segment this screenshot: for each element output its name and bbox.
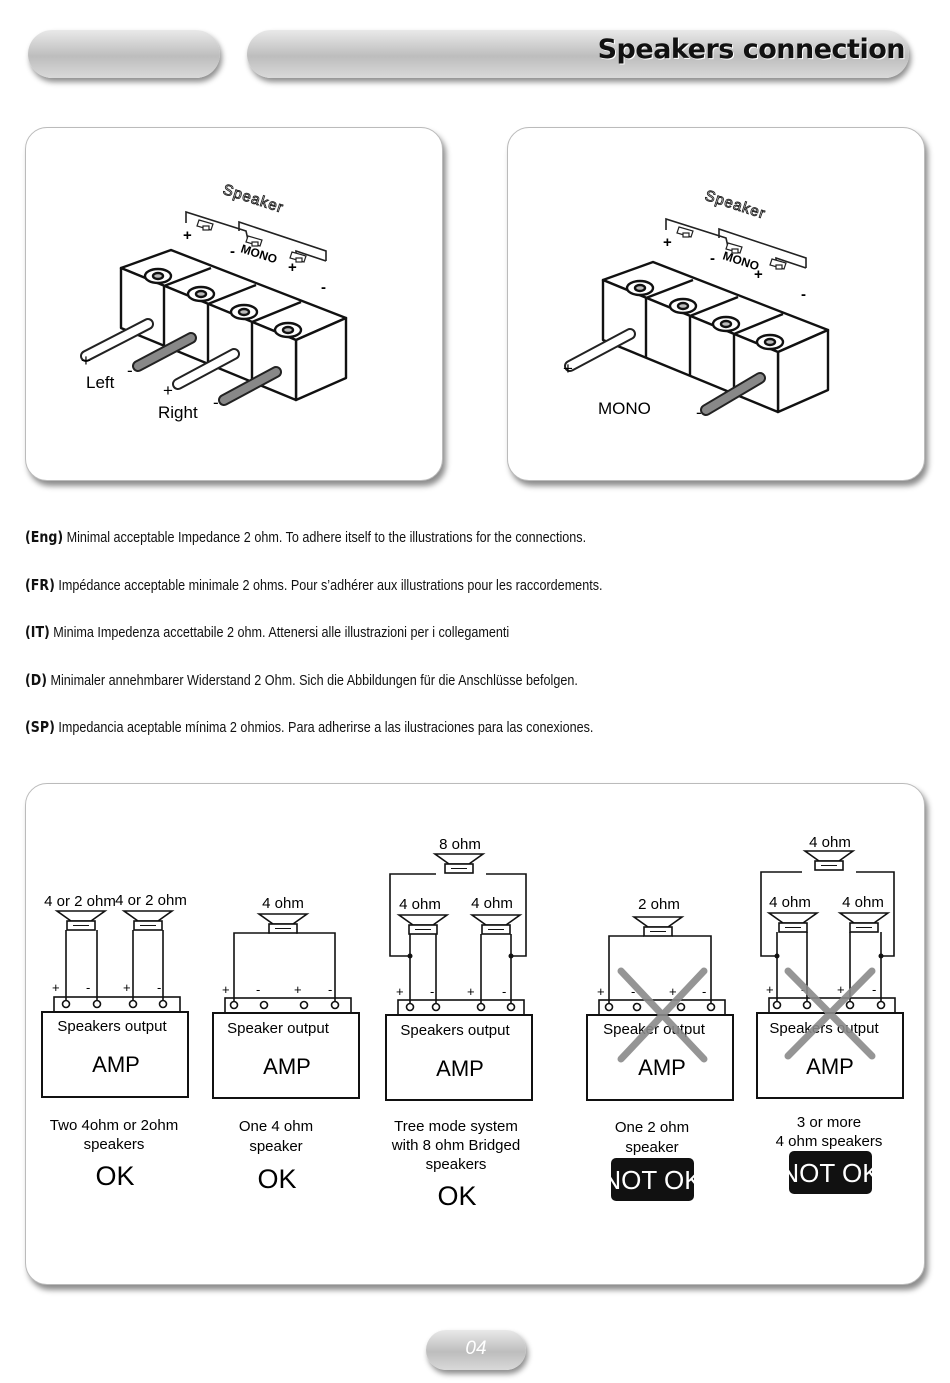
verdict-not-ok-badge <box>611 1158 694 1201</box>
speaker-brand-logo: Speaker <box>703 187 768 223</box>
amp-label: AMP <box>638 1055 686 1080</box>
header-left-bar <box>28 30 220 78</box>
config-description: One 4 ohm <box>239 1118 313 1135</box>
svg-text:-: - <box>430 984 434 999</box>
note-spanish: (SP) Impedancia aceptable mínima 2 ohmio… <box>25 718 594 736</box>
output-label: Speaker output <box>227 1020 330 1037</box>
svg-text:+: + <box>669 984 677 999</box>
verdict-not-ok-badge <box>789 1151 872 1194</box>
svg-text:+: + <box>81 351 91 370</box>
svg-text:-: - <box>256 982 260 997</box>
mono-terminal-diagram: Speaker + - MONO + - <box>563 187 830 422</box>
svg-text:+: + <box>597 984 605 999</box>
svg-text:+: + <box>163 381 173 400</box>
svg-text:-: - <box>710 250 715 267</box>
svg-text:-: - <box>230 243 235 260</box>
speaker-impedance-label: 4 ohm <box>809 834 851 851</box>
mono-output-label: MONO <box>598 399 651 418</box>
verdict-not-ok: NOT OK <box>602 1165 702 1195</box>
config-description: speakers <box>84 1136 145 1153</box>
svg-text:-: - <box>86 980 90 995</box>
output-label: Speakers output <box>57 1018 167 1035</box>
speaker-impedance-label: 4 ohm <box>842 894 884 911</box>
header-title-bar <box>247 30 909 78</box>
config-description: speaker <box>249 1138 302 1155</box>
svg-text:+: + <box>183 227 192 244</box>
svg-text:+: + <box>52 980 60 995</box>
amp-label: AMP <box>92 1052 140 1077</box>
output-label: Speakers output <box>400 1022 510 1039</box>
svg-text:+: + <box>123 980 131 995</box>
svg-text:+: + <box>294 982 302 997</box>
svg-text:+: + <box>754 266 763 283</box>
svg-text:+: + <box>563 359 573 378</box>
svg-text:-: - <box>213 393 219 412</box>
svg-text:+: + <box>837 982 845 997</box>
amp-label: AMP <box>436 1056 484 1081</box>
stereo-connection-panel: Speaker + - MONO + - <box>25 127 443 481</box>
svg-text:+: + <box>222 982 230 997</box>
left-channel-label: Left <box>86 373 115 392</box>
verdict-ok: OK <box>95 1161 134 1191</box>
speaker-impedance-label: 2 ohm <box>638 896 680 913</box>
page-number: 04 <box>465 1338 487 1359</box>
svg-text:-: - <box>696 403 702 422</box>
svg-text:+: + <box>467 984 475 999</box>
svg-text:-: - <box>872 982 876 997</box>
page-title: Speakers connection <box>597 34 906 65</box>
speaker-impedance-label: 8 ohm <box>439 836 481 853</box>
svg-text:+: + <box>288 259 297 276</box>
config-description: One 2 ohm <box>615 1119 689 1136</box>
config-description: 3 or more <box>797 1114 861 1131</box>
config-description: speaker <box>625 1139 678 1156</box>
svg-text:-: - <box>321 279 326 296</box>
note-english: (Eng) Minimal acceptable Impedance 2 ohm… <box>25 528 587 546</box>
svg-text:-: - <box>702 984 706 999</box>
config-description: with 8 ohm Bridged <box>391 1137 520 1154</box>
svg-text:-: - <box>127 361 133 380</box>
svg-text:+: + <box>766 982 774 997</box>
svg-text:-: - <box>631 984 635 999</box>
speaker-impedance-label: 4 ohm <box>769 894 811 911</box>
speaker-impedance-label: 4 ohm <box>471 895 513 912</box>
wiring-configurations-diagram: + - + - + - + - + - + - + - + - + - + - … <box>41 834 904 1211</box>
svg-text:+: + <box>396 984 404 999</box>
page-number-pill <box>426 1330 526 1370</box>
amp-label: AMP <box>806 1054 854 1079</box>
svg-text:-: - <box>328 982 332 997</box>
verdict-ok: OK <box>257 1164 296 1194</box>
verdict-ok: OK <box>437 1181 476 1211</box>
config-description: Tree mode system <box>394 1118 518 1135</box>
speaker-impedance-label: 4 or 2 ohm <box>115 892 187 909</box>
stereo-terminal-diagram: Speaker + - MONO + - <box>80 181 348 422</box>
svg-text:-: - <box>801 286 806 303</box>
configuration-panel: + - + - + - + - + - + - + - + - + - + - … <box>25 783 925 1285</box>
config-description: 4 ohm speakers <box>776 1133 883 1150</box>
verdict-not-ok: NOT OK <box>780 1158 880 1188</box>
right-channel-label: Right <box>158 403 198 422</box>
config-description: speakers <box>426 1156 487 1173</box>
speaker-impedance-label: 4 ohm <box>399 896 441 913</box>
cross-icon <box>784 967 876 1060</box>
note-french: (FR) Impédance acceptable minimale 2 ohm… <box>25 576 603 594</box>
speaker-brand-logo: Speaker <box>221 181 286 217</box>
cross-icon <box>617 967 708 1063</box>
note-german: (D) Minimaler annehmbarer Widerstand 2 O… <box>25 671 578 689</box>
speaker-impedance-label: 4 ohm <box>262 895 304 912</box>
speaker-impedance-label: 4 or 2 ohm <box>44 893 116 910</box>
amp-label: AMP <box>263 1054 311 1079</box>
svg-text:-: - <box>157 980 161 995</box>
note-italian: (IT) Minima Impedenza accettabile 2 ohm.… <box>25 623 510 641</box>
svg-text:+: + <box>663 234 672 251</box>
svg-text:-: - <box>502 984 506 999</box>
mono-connection-panel: Speaker + - MONO + - <box>507 127 925 481</box>
config-description: Two 4ohm or 2ohm <box>50 1117 178 1134</box>
